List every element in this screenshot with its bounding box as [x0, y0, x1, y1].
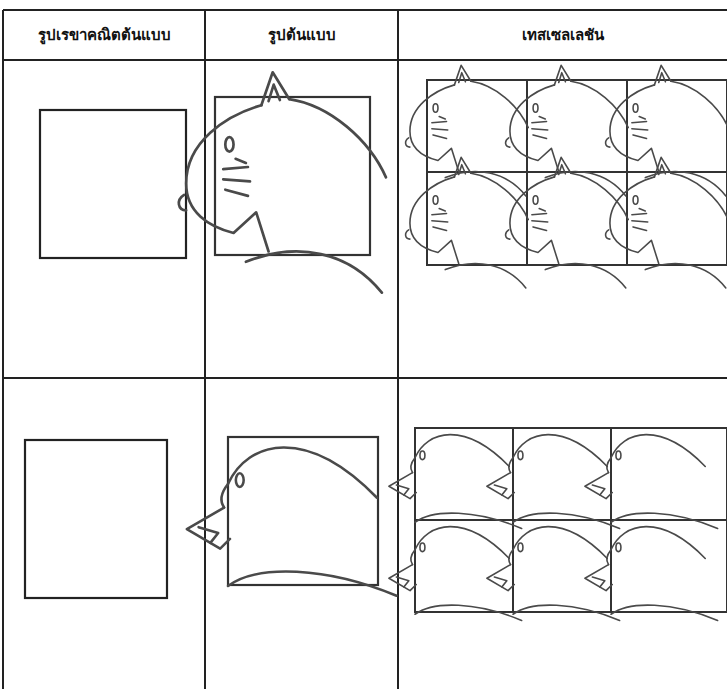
table-grid [3, 10, 727, 689]
square-shape [228, 437, 378, 585]
bird-tessellation [389, 428, 727, 620]
cat-figure [179, 72, 386, 292]
square-shape [215, 97, 370, 255]
column-header: รูปต้นแบบ [207, 26, 396, 44]
column-header: เทสเซลเลชัน [400, 26, 725, 44]
cat-tessellation [406, 65, 727, 288]
square-shape [25, 440, 167, 598]
bird-figure [187, 448, 397, 596]
square-shape [40, 110, 186, 258]
column-header: รูปเรขาคณิตต้นแบบ [5, 26, 203, 44]
